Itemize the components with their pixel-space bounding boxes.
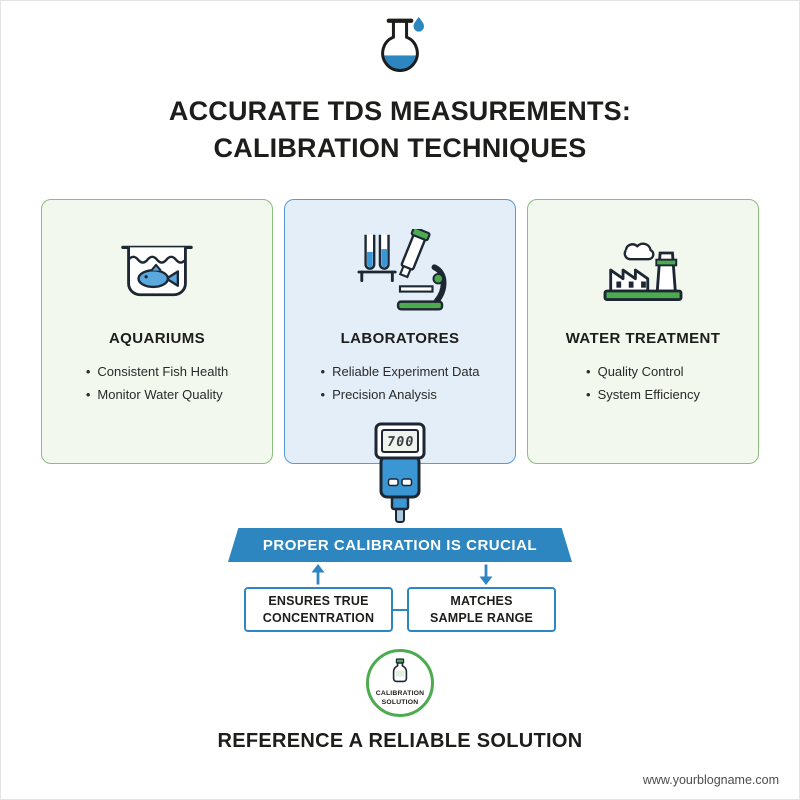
bullet-item: Monitor Water Quality	[86, 383, 228, 406]
bullet-item: Consistent Fish Health	[86, 360, 228, 383]
card-title: WATER TREATMENT	[565, 330, 721, 347]
card-bullets: Reliable Experiment Data Precision Analy…	[321, 360, 480, 407]
water-treatment-plant-icon	[528, 224, 758, 320]
callout-arrows	[244, 564, 556, 585]
footer-heading: REFERENCE A RELIABLE SOLUTION	[217, 730, 583, 752]
callout-line: SAMPLE RANGE	[429, 610, 534, 625]
microscope-test-tubes-icon	[285, 224, 515, 320]
solution-badge-line1: CALIBRATION	[375, 690, 425, 698]
callout-line: MATCHES	[450, 594, 513, 609]
aquarium-fish-icon	[42, 224, 272, 320]
bullet-item: Precision Analysis	[321, 383, 480, 406]
card-bullets: Quality Control System Efficiency	[586, 360, 700, 407]
callout-matches-sample-range: MATCHES SAMPLE RANGE	[407, 587, 556, 632]
bullet-item: Quality Control	[586, 360, 700, 383]
card-title: LABORATORES	[340, 330, 460, 347]
solution-badge-label: CALIBRATION SOLUTION	[376, 690, 425, 708]
callout-boxes: ENSURES TRUE CONCENTRATION MATCHES SAMPL…	[244, 587, 556, 632]
page-title-line1: ACCURATE TDS MEASUREMENTS:	[168, 96, 632, 126]
callout-ensures-true-concentration: ENSURES TRUE CONCENTRATION	[244, 587, 393, 632]
meter-display-value: 700	[386, 434, 416, 450]
calibration-bottle-icon	[388, 658, 412, 689]
calibration-callouts: ENSURES TRUE CONCENTRATION MATCHES SAMPL…	[244, 564, 556, 632]
card-bullets: Consistent Fish Health Monitor Water Qua…	[86, 360, 228, 407]
box-connector-line	[393, 608, 407, 611]
callout-line: ENSURES TRUE	[268, 594, 369, 609]
calibration-ribbon-banner: PROPER CALIBRATION IS CRUCIAL	[228, 528, 572, 562]
ribbon-label: PROPER CALIBRATION IS CRUCIAL	[262, 536, 538, 554]
bullet-item: System Efficiency	[586, 383, 700, 406]
card-laboratories: LABORATORES Reliable Experiment Data Pre…	[284, 199, 516, 464]
arrow-up-icon	[311, 564, 325, 590]
calibration-solution-badge: CALIBRATION SOLUTION	[366, 649, 434, 717]
card-aquariums: AQUARIUMS Consistent Fish Health Monitor…	[41, 199, 273, 464]
flask-droplet-icon	[370, 13, 430, 86]
bullet-item: Reliable Experiment Data	[321, 360, 479, 383]
page-title: ACCURATE TDS MEASUREMENTS: CALIBRATION T…	[1, 93, 799, 167]
use-case-cards: AQUARIUMS Consistent Fish Health Monitor…	[41, 199, 759, 464]
watermark-url: www.yourblogname.com	[642, 773, 779, 787]
card-title: AQUARIUMS	[108, 330, 206, 347]
arrow-down-icon	[479, 564, 493, 590]
card-water-treatment: WATER TREATMENT Quality Control System E…	[527, 199, 759, 464]
callout-line: CONCENTRATION	[262, 610, 375, 625]
tds-meter-icon: 700	[368, 422, 432, 529]
solution-badge-line2: SOLUTION	[381, 699, 419, 706]
page-title-line2: CALIBRATION TECHNIQUES	[213, 133, 587, 163]
